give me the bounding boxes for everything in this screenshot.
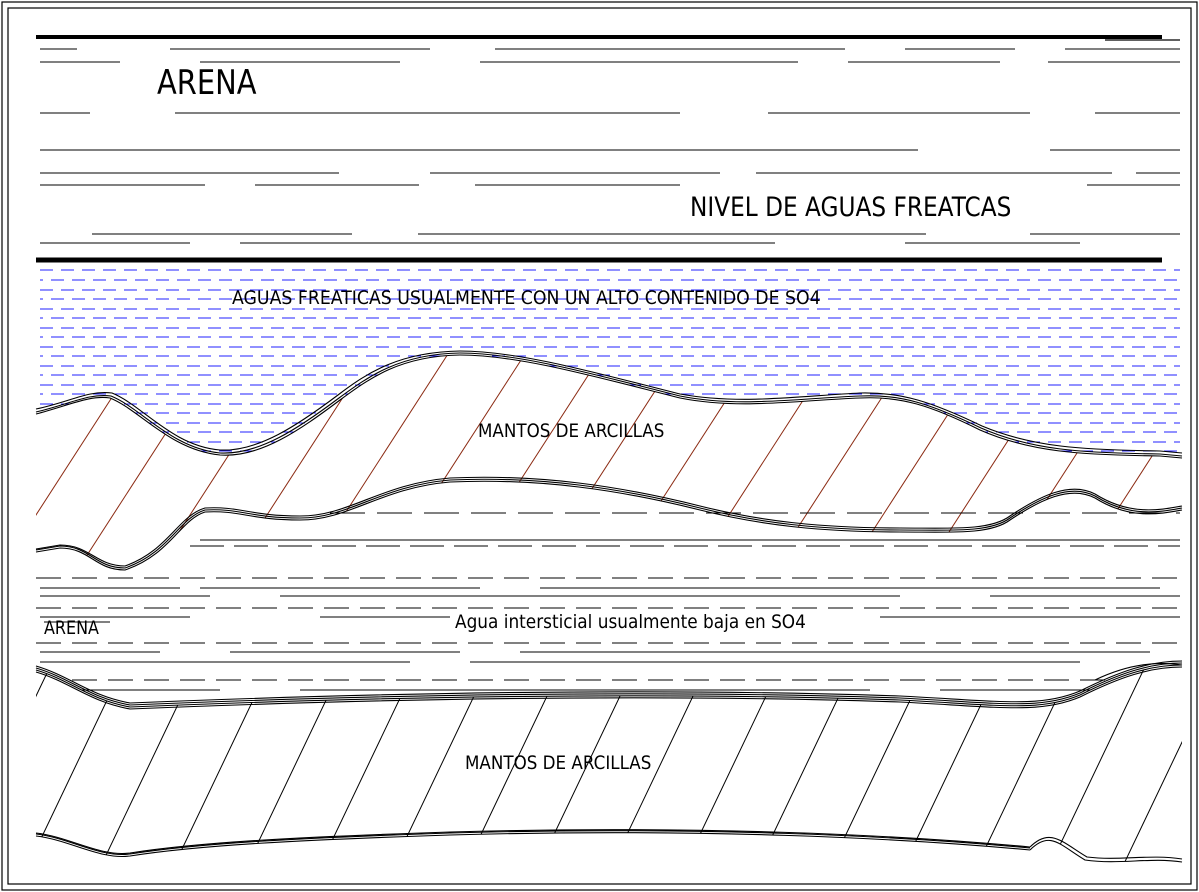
sand-label-lower: ARENA	[44, 617, 99, 639]
hatch-line	[36, 665, 59, 862]
clay-label-upper: MANTOS DE ARCILLAS	[478, 420, 665, 442]
groundwater-label: AGUAS FREATICAS USUALMENTE CON UN ALTO C…	[232, 287, 821, 309]
sand-layer-top	[36, 35, 1180, 263]
water-table-label: NIVEL DE AGUAS FREATCAS	[690, 192, 1012, 223]
clay-layer-lower-fill	[36, 665, 1182, 862]
sand-label-top: ARENA	[157, 63, 257, 103]
hatch-line	[1047, 665, 1154, 862]
hatch-line	[1120, 665, 1182, 862]
clay-label-lower: MANTOS DE ARCILLAS	[465, 752, 652, 774]
clay-layer-lower-outline	[35, 660, 1183, 863]
clay-lens-upper-outline	[35, 350, 1183, 571]
sand-layer-middle	[36, 512, 1180, 691]
interstitial-water-label: Agua intersticial usualmente baja en SO4	[455, 611, 806, 633]
